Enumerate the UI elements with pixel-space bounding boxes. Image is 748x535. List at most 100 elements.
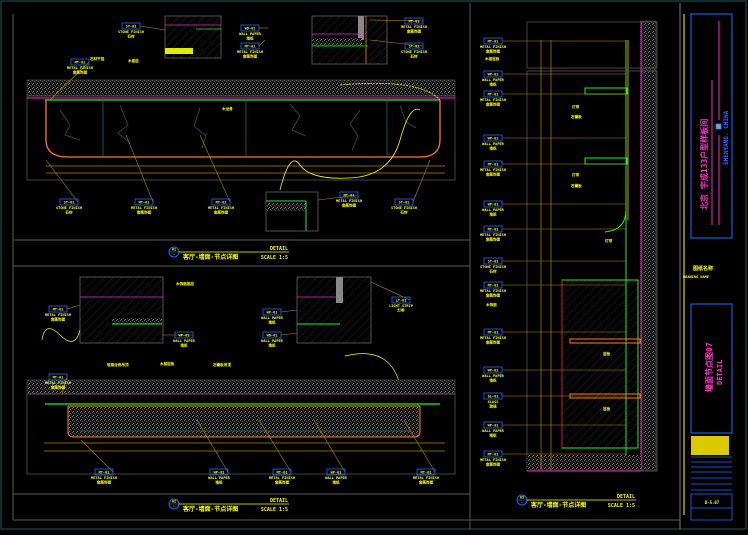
detail-name: 客厅-墙面-节点详图 — [182, 253, 238, 261]
material-sub: 金属饰面 — [50, 385, 66, 390]
callout-box — [483, 366, 503, 374]
material-code: MT-01 — [139, 201, 150, 205]
material-code: WP-01 — [488, 73, 499, 77]
material-sub: 墙纸 — [489, 146, 497, 151]
material-code: MT-01 — [409, 20, 420, 24]
material-code: WP-01 — [214, 471, 225, 475]
detail-1-drawing — [26, 15, 456, 232]
callout-box — [483, 328, 503, 336]
callout-box — [262, 331, 282, 339]
annotation-note: 石膏板 — [570, 114, 582, 119]
leader-line — [199, 134, 231, 203]
callout-box — [240, 24, 260, 32]
callout-box — [483, 134, 503, 142]
material-code: MT-01 — [53, 308, 64, 312]
annotation-note: 灯带 — [572, 104, 580, 109]
material-sub: 玻璃 — [489, 404, 497, 409]
callout-box — [483, 392, 503, 400]
callout-box — [240, 42, 260, 50]
material-code: MT-01 — [99, 471, 110, 475]
callout-box — [326, 468, 346, 476]
material-name: METAL FINISH — [67, 66, 93, 70]
material-code: MT-01 — [488, 40, 499, 44]
leader-line — [280, 309, 298, 313]
callout-box — [483, 90, 503, 98]
material-name: METAL FINISH — [480, 45, 506, 49]
material-sub: 金属饰面 — [406, 29, 422, 34]
annotation-note: 木基层板 — [484, 56, 500, 61]
material-name: METAL FINISH — [269, 476, 295, 480]
callout-box — [48, 305, 68, 313]
material-code: ST-01 — [126, 25, 137, 29]
material-code: LT-01 — [396, 299, 407, 303]
material-name: METAL FINISH — [401, 25, 427, 29]
material-name: METAL FINISH — [45, 381, 71, 385]
material-sub: 灯带 — [397, 308, 405, 313]
material-sub: 墙纸 — [268, 343, 276, 348]
material-code: MT-01 — [488, 284, 499, 288]
drawing-name-header: 图纸名称 — [693, 265, 713, 272]
project-location: SHENYANG. CHINA — [723, 110, 730, 165]
callout-box — [59, 198, 79, 206]
material-name: WALL PAPER — [173, 339, 195, 343]
detail-title-2[interactable]: 02 - 客厅-墙面-节点详图 DETAIL SCALE 1:5 — [168, 498, 289, 513]
annotation-note: 轻钢龙骨吊顶 — [107, 362, 129, 367]
detail-title-1[interactable]: 01 - 客厅-墙面-节点详图 DETAIL SCALE 1:5 — [168, 246, 289, 261]
material-sub: 金属饰面 — [485, 237, 501, 242]
callout-box — [394, 198, 414, 206]
leader-line — [317, 194, 359, 201]
material-sub: 金属饰面 — [242, 54, 258, 59]
material-code: MT-01 — [488, 93, 499, 97]
material-code: MT-01 — [53, 376, 64, 380]
annotation-note: 木饰面 — [485, 302, 497, 307]
material-name: STONE FINISH — [401, 50, 427, 54]
material-sub: 墙纸 — [215, 480, 223, 485]
callout-box — [121, 22, 141, 30]
material-sub: 金属饰面 — [274, 480, 290, 485]
detail-title-3[interactable]: 03 - 客厅-墙面-节点详图 DETAIL SCALE 1:5 — [516, 494, 636, 509]
leader-line — [66, 304, 81, 310]
project-name: 北京 宇成133户型样板间 — [699, 119, 709, 210]
annotation-note: 层板 — [603, 406, 611, 411]
material-code: WP-01 — [331, 471, 342, 475]
